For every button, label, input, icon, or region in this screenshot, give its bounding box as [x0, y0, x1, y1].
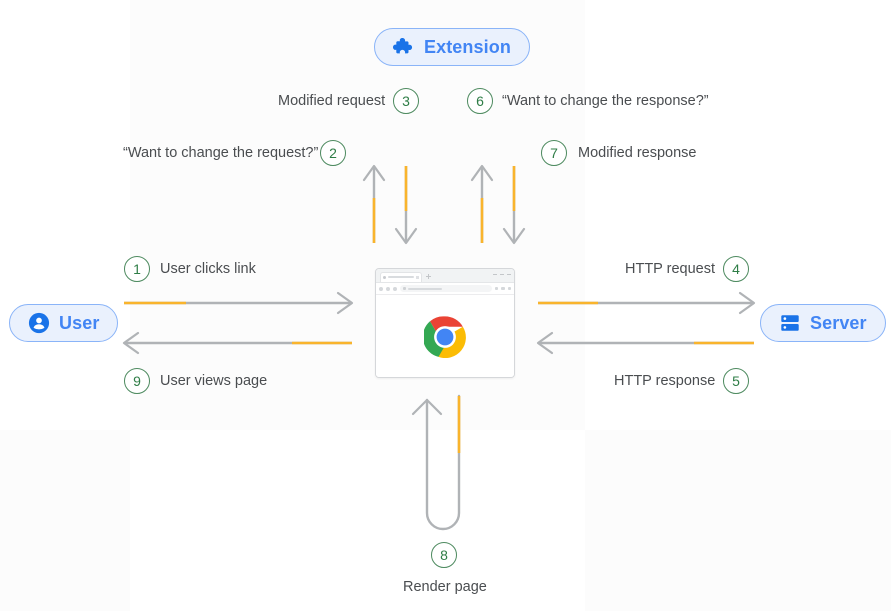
step-badge-8: 8: [431, 542, 457, 568]
back-arrow-icon[interactable]: [379, 286, 383, 291]
toolbar-actions[interactable]: [494, 286, 511, 291]
step-badge-5: 5: [723, 368, 749, 394]
node-server[interactable]: Server: [760, 304, 886, 342]
address-bar-url: [408, 287, 442, 290]
browser-tab[interactable]: [380, 271, 422, 282]
browser-toolbar: [376, 283, 514, 295]
step-label-4: HTTP request: [625, 261, 715, 277]
star-icon[interactable]: [494, 286, 498, 291]
address-bar[interactable]: [400, 285, 492, 292]
reload-icon[interactable]: [393, 286, 397, 291]
minimize-icon[interactable]: [493, 274, 497, 275]
background-panel-left: [0, 430, 130, 611]
step-badge-6: 6: [467, 88, 493, 114]
lock-icon: [403, 287, 406, 290]
step-badge-3: 3: [393, 88, 419, 114]
user-avatar-icon: [28, 312, 50, 334]
step-label-9: User views page: [160, 373, 268, 389]
step-label-1: User clicks link: [160, 261, 256, 277]
node-browser-window[interactable]: [375, 268, 515, 378]
step-badge-7: 7: [541, 140, 567, 166]
extensions-puzzle-icon[interactable]: [501, 286, 505, 291]
node-server-label: Server: [810, 312, 867, 333]
maximize-icon[interactable]: [500, 274, 504, 275]
puzzle-piece-icon: [393, 36, 415, 58]
close-icon[interactable]: [507, 274, 511, 275]
step-label-2: “Want to change the request?”: [123, 145, 319, 161]
step-label-7: Modified response: [578, 145, 697, 161]
node-user-label: User: [59, 312, 100, 333]
chrome-logo-icon: [424, 316, 466, 358]
tab-close-icon[interactable]: [416, 275, 419, 279]
node-extension[interactable]: Extension: [374, 28, 530, 66]
step-label-5: HTTP response: [614, 373, 716, 389]
step-label-6: “Want to change the response?”: [502, 93, 709, 109]
step-label-3: Modified request: [278, 93, 386, 109]
step-badge-2: 2: [320, 140, 346, 166]
node-extension-label: Extension: [424, 36, 511, 57]
browser-viewport: [376, 295, 514, 377]
server-rack-icon: [779, 312, 801, 334]
window-controls[interactable]: [493, 274, 511, 275]
node-user[interactable]: User: [9, 304, 119, 342]
forward-arrow-icon[interactable]: [386, 286, 390, 291]
profile-icon[interactable]: [507, 286, 511, 291]
step-badge-9: 9: [124, 368, 150, 394]
step-badge-1: 1: [124, 256, 150, 282]
background-panel-right: [585, 430, 891, 611]
step-badge-4: 4: [723, 256, 749, 282]
browser-tab-strip: [376, 269, 514, 283]
tab-favicon-icon: [383, 275, 386, 279]
step-label-8: Render page: [403, 579, 487, 595]
tab-title-placeholder: [388, 276, 414, 278]
new-tab-icon[interactable]: [426, 274, 431, 279]
